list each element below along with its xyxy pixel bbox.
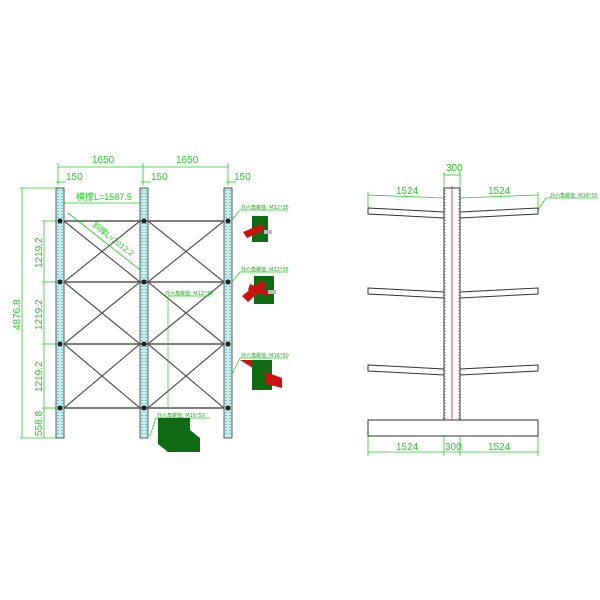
diagonal-brace-length: 斜撑L=2012.2	[91, 220, 137, 259]
arms	[367, 207, 539, 376]
diagonal-braces	[63, 220, 225, 409]
base	[367, 419, 539, 437]
horizontal-brace-length: 横撑L=1587.5	[76, 191, 132, 202]
callout-bolt-3: 外六角螺栓: M12*30	[165, 290, 213, 297]
detail-joint-2	[242, 276, 276, 304]
arm-right-length: 1524	[488, 186, 511, 197]
level-height-1: 1219.2	[34, 237, 45, 268]
detail-joint-3	[240, 360, 282, 390]
level-height-4: 558.8	[34, 411, 45, 436]
callout-bolt-2: 外六角螺栓: M12*35	[241, 266, 289, 273]
column-width-top: 300	[446, 163, 463, 174]
arm-left-length: 1524	[396, 186, 419, 197]
base-right-length: 1524	[488, 442, 511, 453]
uprights	[55, 187, 233, 439]
callout-bolt-5: 外六角螺栓: M16*50	[157, 412, 205, 419]
level-height-3: 1219.2	[34, 361, 45, 392]
side-view: 300 1524 1524 1524 300 1524 外六角螺栓: M16*3…	[367, 163, 598, 456]
callout-bolt-1: 外六角螺栓: M12*35	[241, 204, 289, 211]
total-height: 4876.8	[12, 299, 23, 330]
front-view: 1650 1650 150 150 150 4876.8 1219.2 1219…	[12, 155, 289, 452]
level-height-2: 1219.2	[34, 299, 45, 330]
upright-width-1: 150	[66, 172, 83, 183]
bay-width-2: 1650	[176, 155, 199, 166]
base-center-width: 300	[445, 442, 462, 453]
detail-joint-1	[243, 216, 272, 242]
upright-width-3: 150	[234, 172, 251, 183]
bay-width-1: 1650	[92, 155, 115, 166]
upright-width-2: 150	[151, 172, 168, 183]
detail-base-plate	[158, 418, 200, 452]
callout-arm-bolt: 外六角螺栓: M16*35	[550, 192, 598, 199]
callout-bolt-4: 外六角螺栓: M16*50	[241, 352, 289, 359]
base-left-length: 1524	[396, 442, 419, 453]
